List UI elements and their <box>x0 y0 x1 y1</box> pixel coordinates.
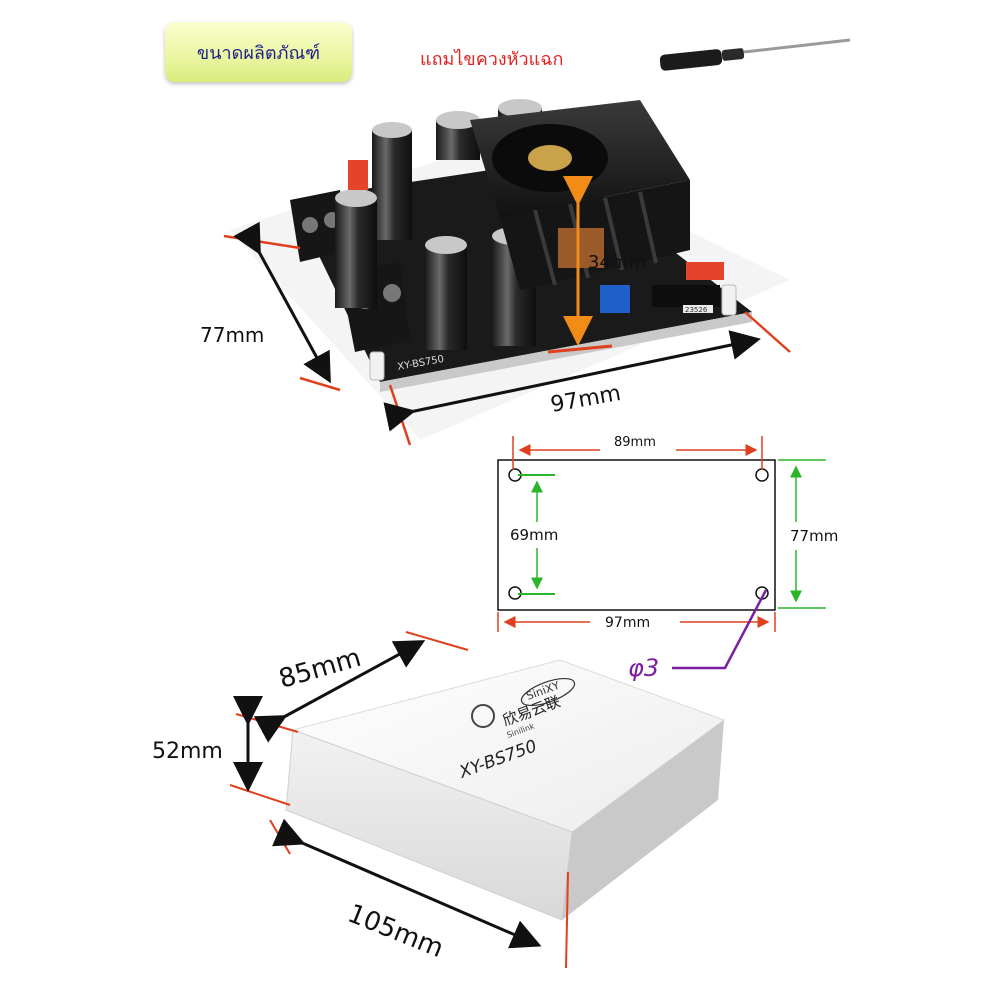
pcb-board-illustration: 23526 XY-BS750 <box>230 99 790 440</box>
packaging-box-illustration: SiniXY 欣易云联 Sinilink XY-BS750 <box>285 659 726 921</box>
box-depth-label: 85mm <box>276 643 365 695</box>
board-depth-label: 77mm <box>200 323 264 347</box>
box-width-label: 105mm <box>343 899 447 964</box>
outer-width-label: 97mm <box>605 615 650 631</box>
standoff-icon <box>721 284 737 316</box>
board-code-label: 23526 <box>685 306 708 314</box>
display-icon <box>652 285 720 307</box>
brand-logo-icon <box>471 704 495 728</box>
board-dimensions: 34mm 77mm 97mm <box>200 176 791 446</box>
hole-span-y-label: 69mm <box>510 526 558 544</box>
screwdriver-icon <box>659 38 851 71</box>
title-badge: ขนาดผลิตภัณฑ์ <box>165 22 352 82</box>
bonus-screwdriver-text: แถมไขควงหัวแฉก <box>420 49 564 70</box>
mounting-hole-drawing: 89mm 69mm 77mm 97mm φ3 <box>497 435 838 682</box>
hole-span-x-label: 89mm <box>614 435 656 450</box>
red-switch-icon <box>686 262 724 280</box>
hole-diameter-label: φ3 <box>628 654 659 682</box>
potentiometer-icon <box>600 285 630 313</box>
board-height-label: 34mm <box>588 252 646 273</box>
outer-height-label: 77mm <box>790 527 838 545</box>
red-jumper-icon <box>348 160 368 190</box>
standoff-icon <box>369 351 385 381</box>
box-height-label: 52mm <box>152 739 223 764</box>
title-badge-text: ขนาดผลิตภัณฑ์ <box>196 42 321 64</box>
board-width-label: 97mm <box>549 381 623 418</box>
brand-badge-outline <box>520 677 576 707</box>
